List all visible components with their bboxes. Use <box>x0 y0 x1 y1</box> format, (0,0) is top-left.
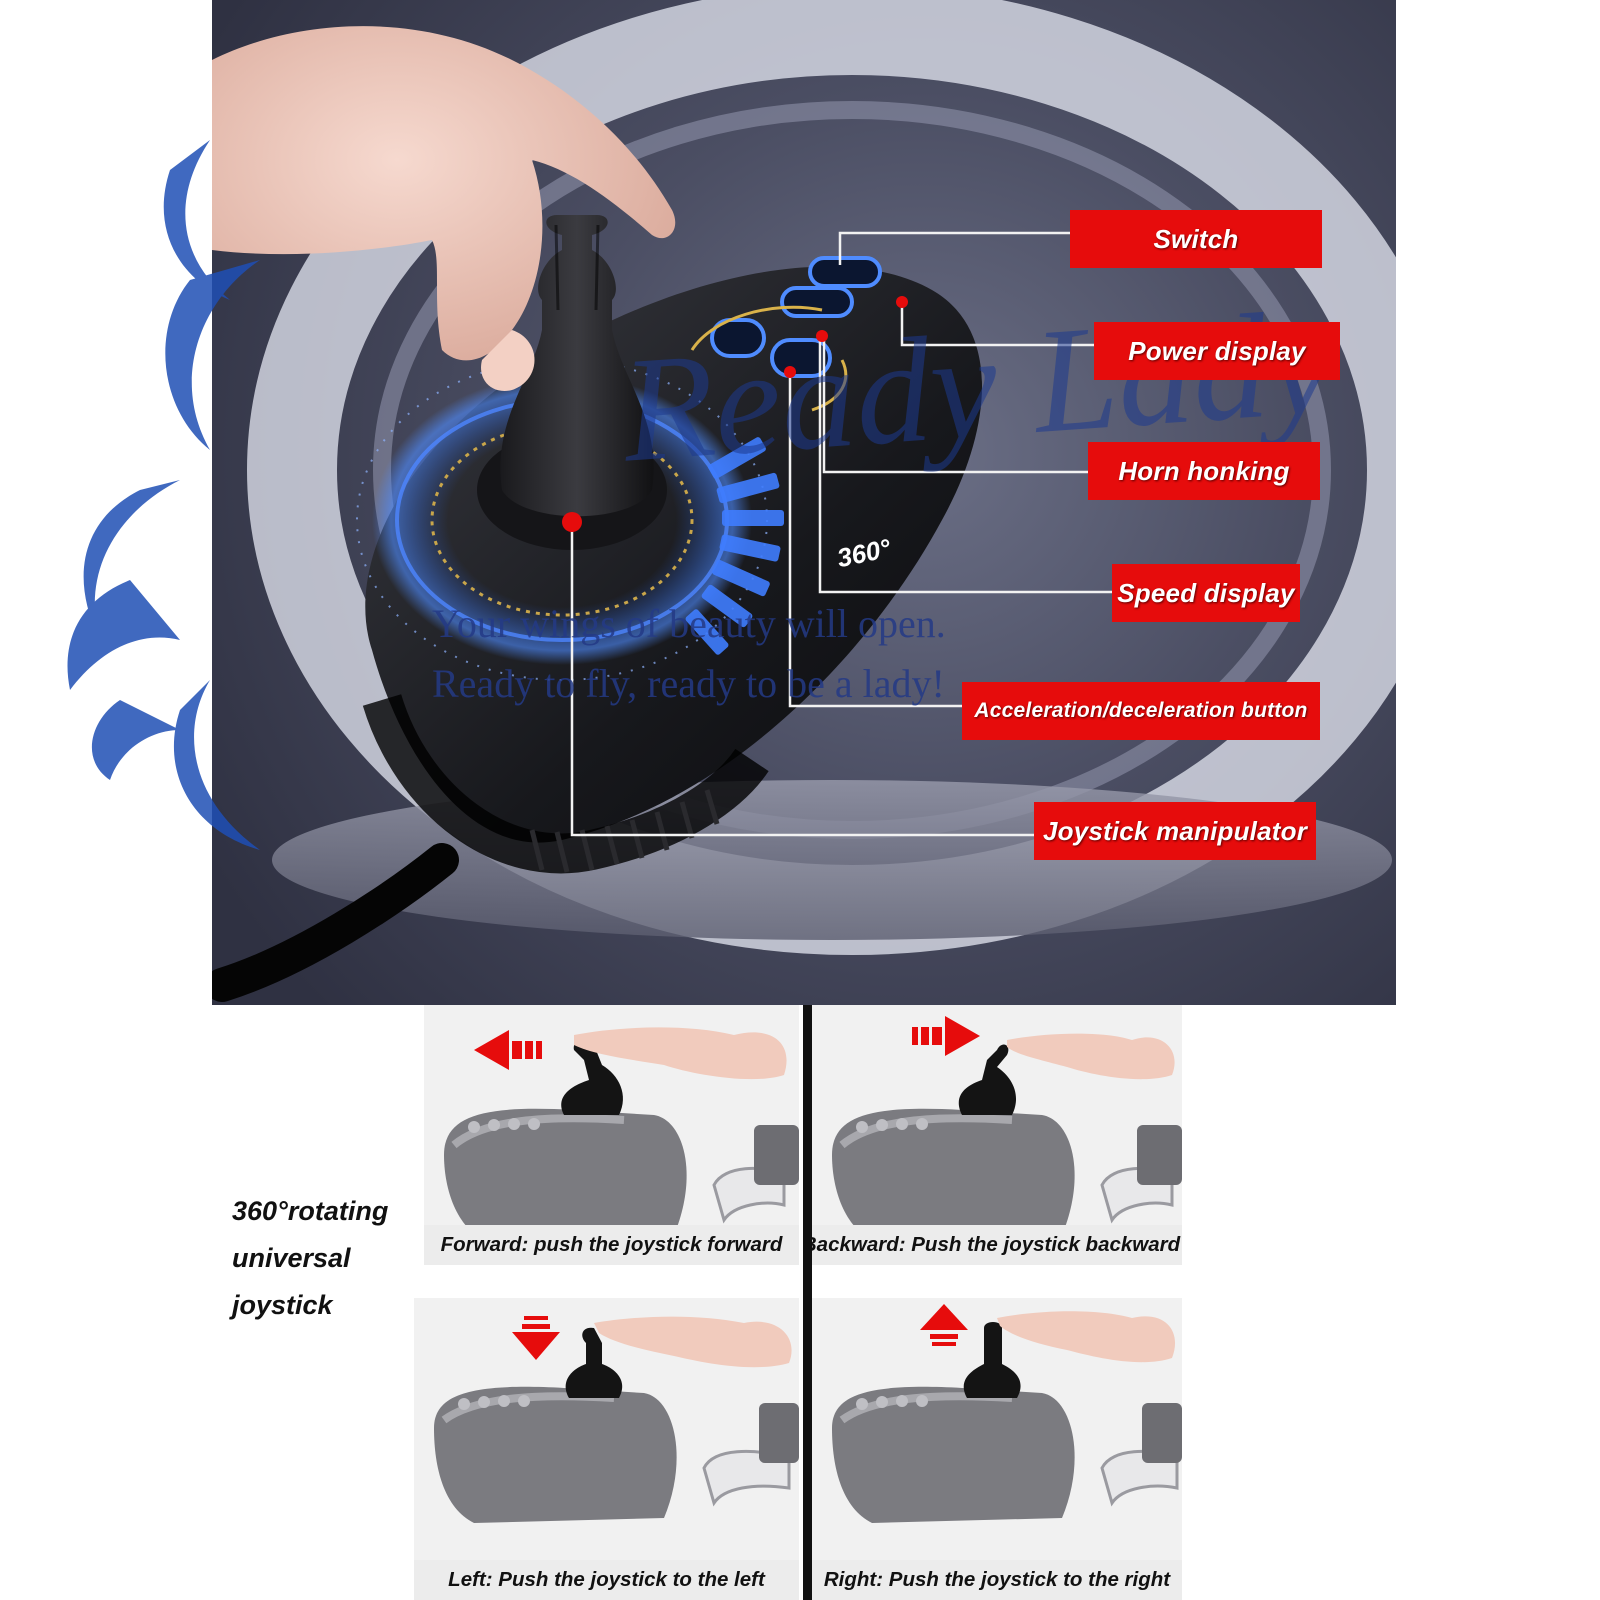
caption-backward: Backward: Push the joystick backward <box>812 1225 1182 1265</box>
watermark-line-2: Ready to fly, ready to be a lady! <box>432 661 945 706</box>
side-label-line-2: universal <box>232 1243 351 1273</box>
hero-product-photo: Ready Lady Your wings of beauty will ope… <box>212 0 1396 1005</box>
side-label-line-3: joystick <box>232 1290 333 1320</box>
up-arrow-icon <box>920 1304 968 1346</box>
panel-backward: Backward: Push the joystick backward <box>812 1005 1182 1265</box>
down-arrow-icon <box>512 1316 560 1360</box>
callout-joystick-manipulator: Joystick manipulator <box>1034 802 1316 860</box>
caption-forward: Forward: push the joystick forward <box>424 1225 799 1265</box>
callout-speed-display: Speed display <box>1112 564 1300 622</box>
watermark-line-1: Your wings of beauty will open. <box>432 601 946 646</box>
panel-left: Left: Push the joystick to the left <box>414 1298 799 1600</box>
floral-watermark-icon <box>67 140 260 850</box>
button-panel <box>690 256 882 412</box>
caption-left: Left: Push the joystick to the left <box>414 1560 799 1600</box>
side-label-line-1: 360°rotating <box>232 1196 389 1226</box>
side-label: 360°rotating universal joystick <box>232 1188 388 1329</box>
callout-power-display: Power display <box>1094 322 1340 380</box>
left-arrow-icon <box>474 1030 542 1070</box>
callout-switch: Switch <box>1070 210 1322 268</box>
panel-divider <box>803 1005 812 1600</box>
caption-right: Right: Push the joystick to the right <box>812 1560 1182 1600</box>
leader-lines <box>570 231 1112 837</box>
panel-forward: Forward: push the joystick forward <box>424 1005 799 1265</box>
callout-acceleration-button: Acceleration/deceleration button <box>962 682 1320 740</box>
panel-right: Right: Push the joystick to the right <box>812 1298 1182 1600</box>
callout-horn-honking: Horn honking <box>1088 442 1320 500</box>
right-arrow-icon <box>912 1016 980 1056</box>
